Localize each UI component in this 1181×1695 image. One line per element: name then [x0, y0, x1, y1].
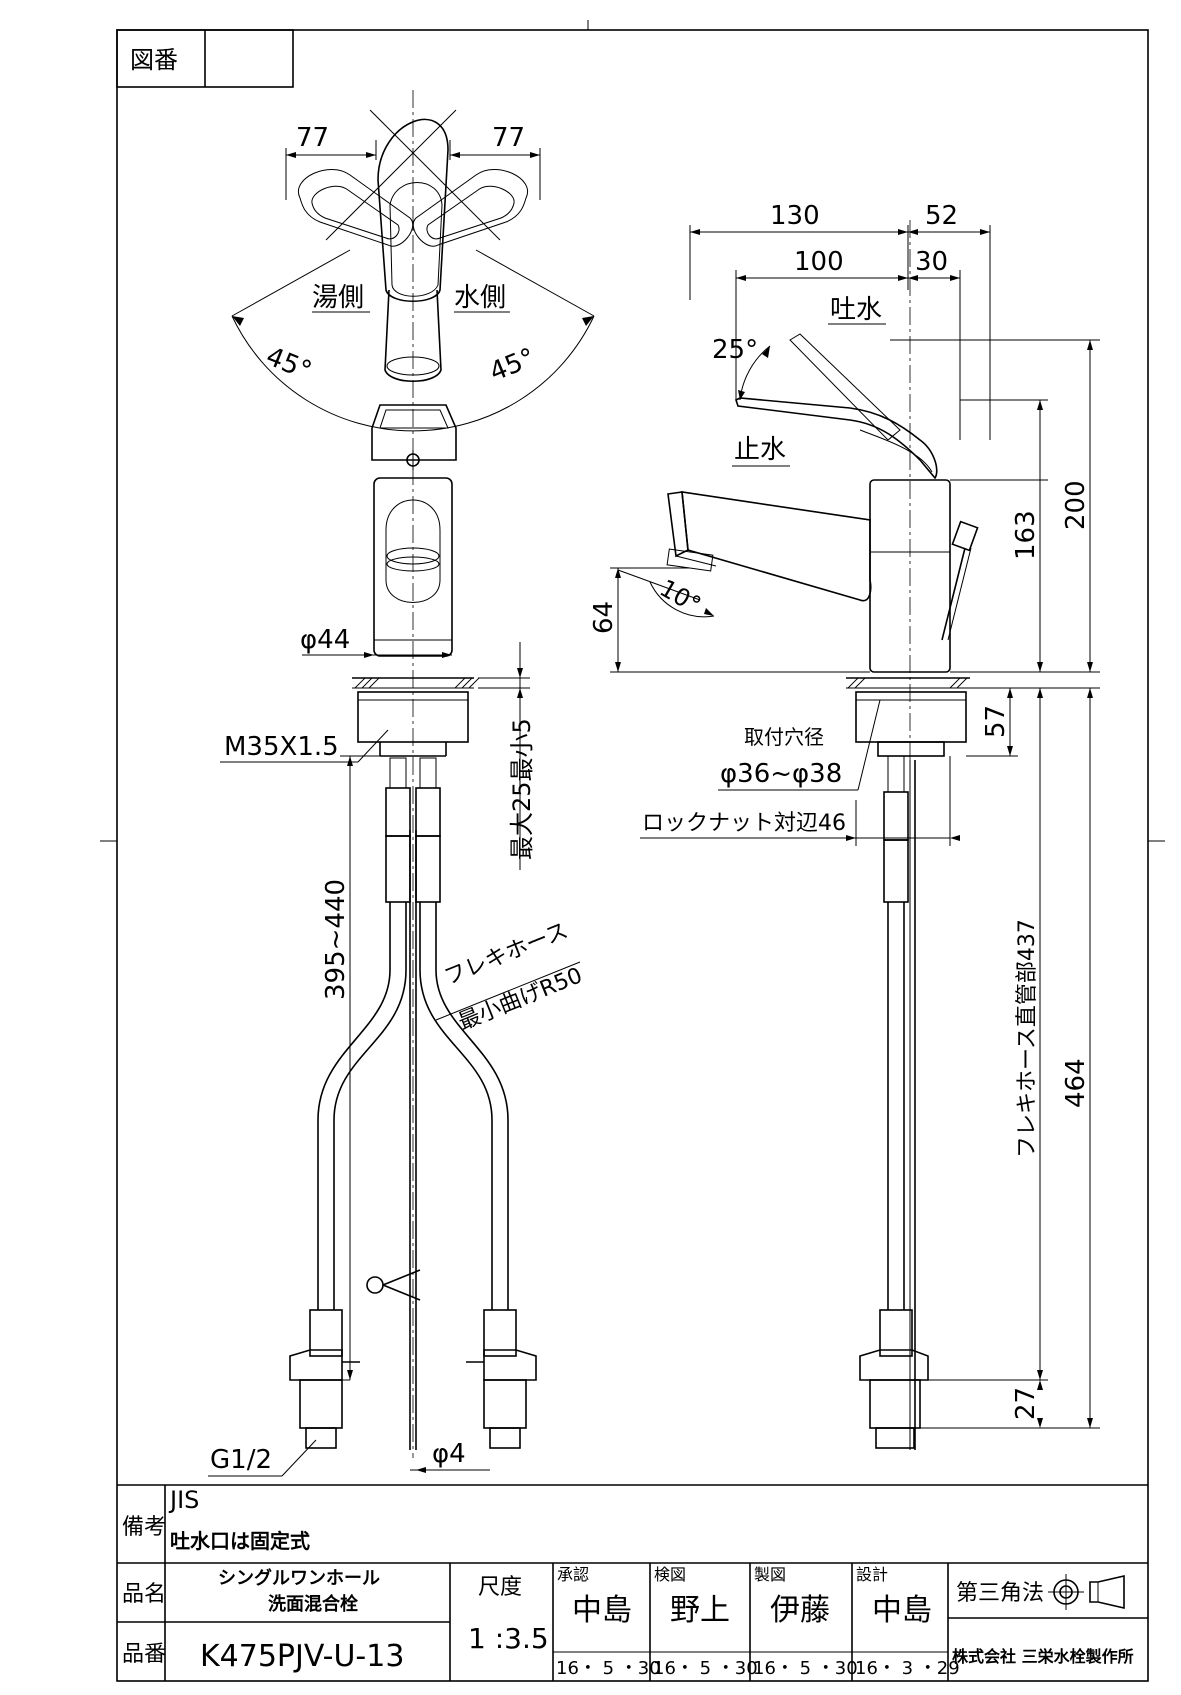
dim-130: 130	[770, 201, 820, 231]
projection-label: 第三角法	[956, 1581, 1044, 1606]
angle-45-right: 45°	[485, 343, 539, 388]
counter-hatch-left	[354, 677, 380, 689]
hole-range: φ36~φ38	[720, 759, 842, 789]
side-view: 130 52 100 30 吐水 25° 止水	[589, 201, 1100, 1450]
product-name-line-2: 洗面混合栓	[268, 1593, 358, 1615]
remarks-label: 備考	[122, 1515, 166, 1540]
rod-diameter: φ4	[432, 1439, 466, 1469]
stop-water-label: 止水	[734, 435, 786, 465]
counter-thickness: 最大25最小5	[508, 718, 536, 860]
title-block: 備考 JIS 吐水口は固定式 品名 シングルワンホール 洗面混合栓 品番 K47…	[117, 1484, 1148, 1681]
hose-length-range: 395~440	[321, 879, 351, 1000]
product-no-label: 品番	[122, 1642, 166, 1667]
dim-57: 57	[981, 705, 1011, 738]
dim-77-right: 77	[492, 123, 525, 153]
hose-straight-length: フレキホース直管部437	[1015, 919, 1040, 1158]
drawing-frame: 図番	[100, 20, 1165, 1682]
role-draft-date: 16・ 5 ・30	[753, 1658, 858, 1679]
company-name: 株式会社 三栄水栓製作所	[952, 1647, 1134, 1666]
dim-163: 163	[1011, 510, 1041, 560]
role-design-label: 設計	[856, 1565, 888, 1584]
hose-pair-front	[289, 757, 537, 1449]
front-view: 77 77 湯側 水側 45° 45° φ44	[208, 90, 595, 1477]
dim-52: 52	[925, 201, 958, 231]
side-counter-hatch	[847, 677, 968, 689]
role-check-label: 検図	[654, 1565, 686, 1584]
role-design-date: 16・ 3 ・29	[855, 1658, 960, 1679]
inlet-thread: G1/2	[210, 1445, 272, 1475]
drawing-no-label: 図番	[130, 46, 178, 74]
scale-value: 1 :3.5	[468, 1622, 549, 1655]
dim-100: 100	[794, 247, 844, 277]
role-approve-label: 承認	[557, 1565, 589, 1584]
hose-side	[859, 755, 929, 1450]
thread-spec: M35X1.5	[224, 732, 339, 762]
scale-label: 尺度	[478, 1575, 522, 1600]
spout-open-label: 吐水	[830, 295, 882, 325]
role-draft-label: 製図	[754, 1565, 786, 1584]
hot-side-label: 湯側	[312, 283, 364, 313]
role-draft-name: 伊藤	[770, 1593, 830, 1628]
third-angle-projection-icon	[1048, 1574, 1125, 1610]
dim-77-left: 77	[296, 123, 329, 153]
product-number: K475PJV-U-13	[200, 1639, 404, 1674]
dim-200: 200	[1061, 480, 1091, 530]
counter-hatch-right	[454, 677, 480, 689]
role-check-date: 16・ 5 ・30	[653, 1658, 758, 1679]
remarks-line-1: JIS	[168, 1486, 199, 1514]
dim-27: 27	[1011, 1387, 1041, 1420]
remarks-line-2: 吐水口は固定式	[170, 1529, 310, 1553]
role-design-name: 中島	[872, 1593, 932, 1628]
dim-30: 30	[915, 247, 948, 277]
angle-45-left: 45°	[262, 342, 316, 387]
dim-64: 64	[589, 601, 619, 634]
body-diameter: φ44	[300, 625, 350, 655]
role-check-name: 野上	[670, 1593, 730, 1628]
role-approve-name: 中島	[572, 1593, 632, 1628]
lever-angle-25: 25°	[712, 335, 758, 365]
spout-angle-10: 10°	[655, 574, 706, 620]
product-name-line-1: シングルワンホール	[218, 1567, 380, 1589]
hole-label: 取付穴径	[744, 725, 824, 749]
product-name-label: 品名	[122, 1582, 166, 1607]
dim-464: 464	[1061, 1058, 1091, 1108]
cold-side-label: 水側	[454, 283, 506, 313]
role-approve-date: 16・ 5 ・30	[556, 1658, 661, 1679]
locknut-size: ロックナット対辺46	[642, 811, 846, 836]
